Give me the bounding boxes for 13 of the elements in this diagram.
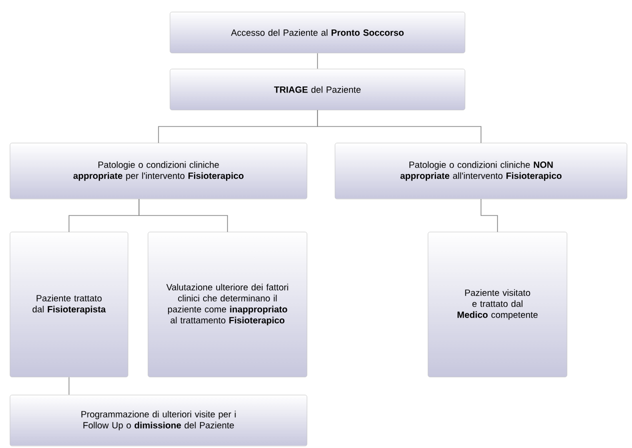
process-box: Programmazione di ulteriori visite per i Follow Up o dimissione del Paziente <box>10 394 308 446</box>
connector-line <box>138 198 228 232</box>
connector-line <box>317 52 318 70</box>
process-box: Valutazione ulteriore dei fattori clinici che determinano il paziente come inappropriato al trattamento Fisioterapico <box>148 232 308 378</box>
connector-line <box>317 110 482 144</box>
process-box: TRIAGE del Paziente <box>170 68 466 110</box>
process-box: Patologie o condizioni cliniche NON appropriate all'intervento Fisioterapico <box>334 142 628 200</box>
connector-line <box>480 198 498 232</box>
connector-line <box>68 376 70 396</box>
process-box: Paziente trattato dal Fisioterapista <box>10 232 128 378</box>
process-box: Paziente visitato e trattato dal Medico competente <box>428 232 568 378</box>
process-box: Patologie o condizioni cliniche appropriate per l'intervento Fisioterapico <box>10 142 308 200</box>
process-box: Accesso del Paziente al Pronto Soccorso <box>170 12 466 54</box>
